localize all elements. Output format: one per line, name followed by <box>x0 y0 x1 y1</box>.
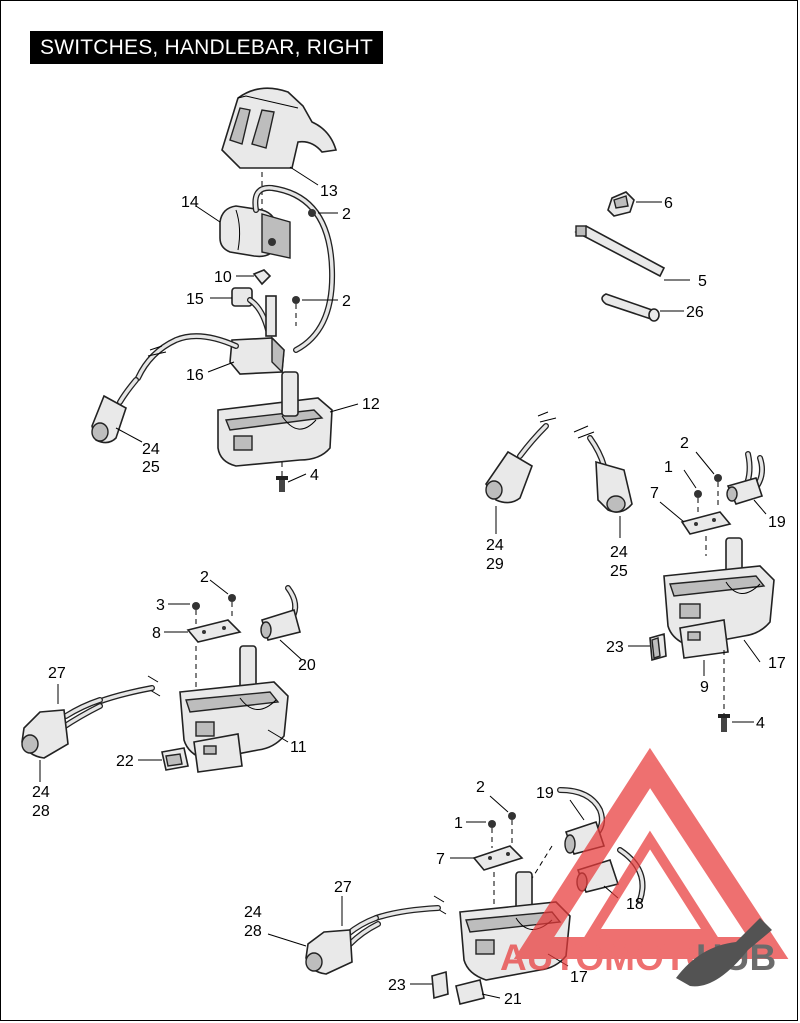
callout-19: 19 <box>536 785 554 802</box>
screw-2-a <box>308 209 316 217</box>
callout-4: 4 <box>756 715 765 732</box>
callout-3: 3 <box>156 597 165 614</box>
callout-24: 24 <box>32 784 50 801</box>
callout-2: 2 <box>200 569 209 586</box>
callout-28: 28 <box>244 923 262 940</box>
screw-3 <box>192 602 200 624</box>
callout-1: 1 <box>664 459 673 476</box>
callout-2: 2 <box>476 779 485 796</box>
callout-25: 25 <box>142 459 160 476</box>
callout-15: 15 <box>186 291 204 308</box>
part-22 <box>161 747 189 771</box>
callout-26: 26 <box>686 304 704 321</box>
screw-2-b <box>292 296 300 326</box>
callout-23: 23 <box>606 639 624 656</box>
callout-25: 25 <box>610 563 628 580</box>
callout-16: 16 <box>186 367 204 384</box>
callout-24: 24 <box>610 544 628 561</box>
switch-20 <box>260 585 301 641</box>
switch-assembly-14 <box>219 205 291 259</box>
post <box>265 295 277 337</box>
screw-2-mid <box>714 474 722 508</box>
lower-switch-housing-12 <box>217 371 333 467</box>
sleeve-26 <box>601 293 660 322</box>
callout-9: 9 <box>700 679 709 696</box>
switch-19-mid <box>726 451 765 505</box>
callout-24: 24 <box>142 441 160 458</box>
cable-strap-5 <box>574 225 666 278</box>
screw-2-midleft <box>228 594 236 620</box>
callout-27: 27 <box>48 665 66 682</box>
callout-29: 29 <box>486 556 504 573</box>
callout-10: 10 <box>214 269 232 286</box>
callout-1: 1 <box>454 815 463 832</box>
screw-1-mid <box>694 490 702 514</box>
callout-7: 7 <box>650 485 659 502</box>
clip-6 <box>607 191 635 217</box>
callout-24: 24 <box>486 537 504 554</box>
callout-12: 12 <box>362 396 380 413</box>
callout-17: 17 <box>570 969 588 986</box>
screw-4-mid <box>718 714 730 732</box>
harness-27-left <box>21 675 161 759</box>
part-21 <box>455 979 485 1005</box>
callout-4: 4 <box>310 467 319 484</box>
callout-labels: 13 14 2 10 15 2 16 12 24 25 4 6 5 26 2 1… <box>32 183 786 1008</box>
callout-2: 2 <box>680 435 689 452</box>
callout-23: 23 <box>388 977 406 994</box>
callout-11: 11 <box>290 739 307 756</box>
callout-19: 19 <box>768 514 786 531</box>
callout-14: 14 <box>181 194 199 211</box>
callout-28: 28 <box>32 803 50 820</box>
connector-24-25-right <box>573 425 633 513</box>
part-23-bottom <box>431 970 449 1000</box>
connector-15 <box>231 287 271 333</box>
screw-1-bottom <box>488 820 496 848</box>
upper-switch-housing-cover <box>221 87 338 169</box>
callout-2: 2 <box>342 206 351 223</box>
bracket-7-bottom <box>472 845 524 871</box>
callout-27: 27 <box>334 879 352 896</box>
callout-17: 17 <box>768 655 786 672</box>
harness-27-bottom <box>305 895 447 975</box>
watermark-text-automoto: AUTOMOTO <box>500 937 714 978</box>
callout-8: 8 <box>152 625 161 642</box>
callout-2: 2 <box>342 293 351 310</box>
callout-18: 18 <box>626 896 644 913</box>
part-23-mid <box>649 632 667 662</box>
callout-7: 7 <box>436 851 445 868</box>
bracket-7-mid <box>680 511 732 535</box>
bracket-8 <box>186 619 242 643</box>
connector-24-29 <box>485 411 557 504</box>
automotohub-watermark-logo: AUTOMOTO HUB <box>500 747 789 987</box>
callout-6: 6 <box>664 195 673 212</box>
callout-24: 24 <box>244 904 262 921</box>
callout-21: 21 <box>504 991 522 1008</box>
callout-13: 13 <box>320 183 338 200</box>
screw-2-bottom <box>508 812 516 844</box>
callout-5: 5 <box>698 273 707 290</box>
page-title: SWITCHES, HANDLEBAR, RIGHT <box>30 31 384 64</box>
connector-24-25-left <box>91 377 139 444</box>
screw-4-top <box>276 476 288 492</box>
callout-20: 20 <box>298 657 316 674</box>
lower-housing-11 <box>179 645 289 773</box>
lower-housing-17-mid <box>663 536 775 659</box>
switch-module-16 <box>229 336 285 375</box>
part-10 <box>252 269 272 286</box>
callout-22: 22 <box>116 753 134 770</box>
